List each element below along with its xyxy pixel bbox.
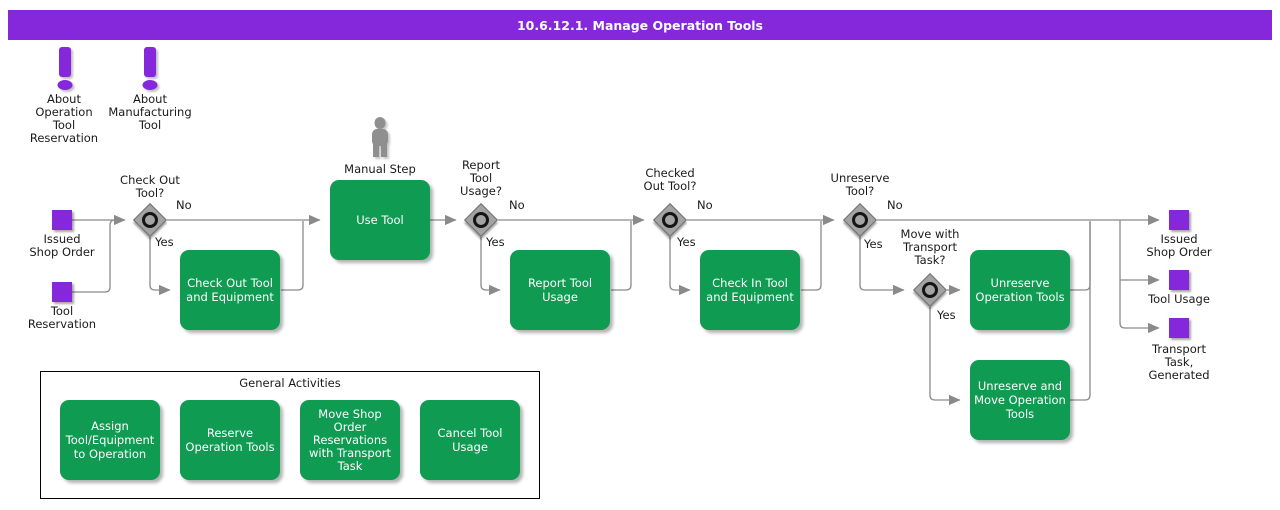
manual-step-label: Manual Step — [344, 162, 416, 176]
decision-question: Unreserve Tool? — [830, 171, 890, 198]
activity-label: Assign Tool/Equipment to Operation — [65, 419, 155, 461]
output-node-transport-task[interactable] — [1169, 318, 1189, 338]
decision-question: Move with Transport Task? — [900, 227, 960, 267]
activity-unreserve-operation-tools[interactable]: Unreserve Operation Tools — [970, 250, 1070, 330]
activity-label: Reserve Operation Tools — [185, 426, 275, 454]
branch-label-yes: Yes — [677, 235, 696, 249]
activity-report-tool-usage[interactable]: Report Tool Usage — [510, 250, 610, 330]
output-label: Issued Shop Order — [1146, 232, 1212, 259]
activity-label: Cancel Tool Usage — [437, 426, 503, 454]
exclamation-icon[interactable] — [49, 44, 81, 94]
branch-label-no: No — [176, 198, 192, 212]
activity-label: Move Shop Order Reservations with Transp… — [308, 406, 392, 473]
gateway-circle-icon — [473, 212, 489, 228]
decision-move-with-transport-task — [913, 273, 947, 307]
decision-check-out-tool — [133, 203, 167, 237]
info-label-manufacturing-tool: About Manufacturing Tool — [108, 92, 192, 132]
input-label: Tool Reservation — [27, 304, 97, 331]
decision-question: Checked Out Tool? — [643, 166, 697, 193]
diagram-title-bar: 10.6.12.1. Manage Operation Tools — [8, 10, 1272, 40]
general-activities-panel: General Activities — [40, 371, 540, 499]
branch-label-no: No — [887, 198, 903, 212]
exclamation-icon[interactable] — [134, 44, 166, 94]
output-node-issued-shop-order[interactable] — [1169, 210, 1189, 230]
gateway-circle-icon — [852, 212, 868, 228]
output-node-tool-usage[interactable] — [1169, 270, 1189, 290]
decision-unreserve-tool — [843, 203, 877, 237]
activity-check-in-tool[interactable]: Check In Tool and Equipment — [700, 250, 800, 330]
gateway-circle-icon — [662, 212, 678, 228]
activity-label: Unreserve Operation Tools — [975, 276, 1065, 304]
general-activities-title: General Activities — [239, 376, 341, 390]
decision-report-tool-usage — [464, 203, 498, 237]
gateway-circle-icon — [142, 212, 158, 228]
branch-label-no: No — [509, 198, 525, 212]
activity-label: Unreserve and Move Operation Tools — [974, 379, 1066, 421]
branch-label-yes: Yes — [155, 235, 174, 249]
activity-unreserve-and-move-operation-tools[interactable]: Unreserve and Move Operation Tools — [970, 360, 1070, 440]
decision-question: Check Out Tool? — [120, 173, 180, 200]
activity-check-out-tool[interactable]: Check Out Tool and Equipment — [180, 250, 280, 330]
output-label: Tool Usage — [1148, 292, 1210, 306]
branch-label-yes: Yes — [937, 308, 956, 322]
info-label-operation-tool-reservation: About Operation Tool Reservation — [29, 92, 99, 145]
branch-label-yes: Yes — [486, 235, 505, 249]
activity-label: Report Tool Usage — [527, 276, 593, 304]
activity-assign-tool-equipment[interactable]: Assign Tool/Equipment to Operation — [60, 400, 160, 480]
gateway-circle-icon — [922, 282, 938, 298]
person-icon — [372, 117, 388, 157]
activity-cancel-tool-usage[interactable]: Cancel Tool Usage — [420, 400, 520, 480]
activity-label: Check Out Tool and Equipment — [186, 276, 274, 304]
decision-question: Report Tool Usage? — [460, 158, 502, 198]
activity-label: Use Tool — [356, 213, 404, 227]
page-title: 10.6.12.1. Manage Operation Tools — [516, 17, 764, 33]
input-label: Issued Shop Order — [29, 232, 95, 259]
activity-move-shop-order-reservations[interactable]: Move Shop Order Reservations with Transp… — [300, 400, 400, 480]
branch-label-no: No — [697, 198, 713, 212]
branch-label-yes: Yes — [864, 237, 883, 251]
input-node-tool-reservation[interactable] — [52, 282, 72, 302]
input-node-issued-shop-order[interactable] — [52, 210, 72, 230]
decision-checked-out-tool — [653, 203, 687, 237]
activity-use-tool[interactable]: Use Tool — [330, 180, 430, 260]
output-label: Transport Task, Generated — [1148, 342, 1210, 382]
activity-label: Check In Tool and Equipment — [706, 276, 794, 304]
activity-reserve-operation-tools[interactable]: Reserve Operation Tools — [180, 400, 280, 480]
